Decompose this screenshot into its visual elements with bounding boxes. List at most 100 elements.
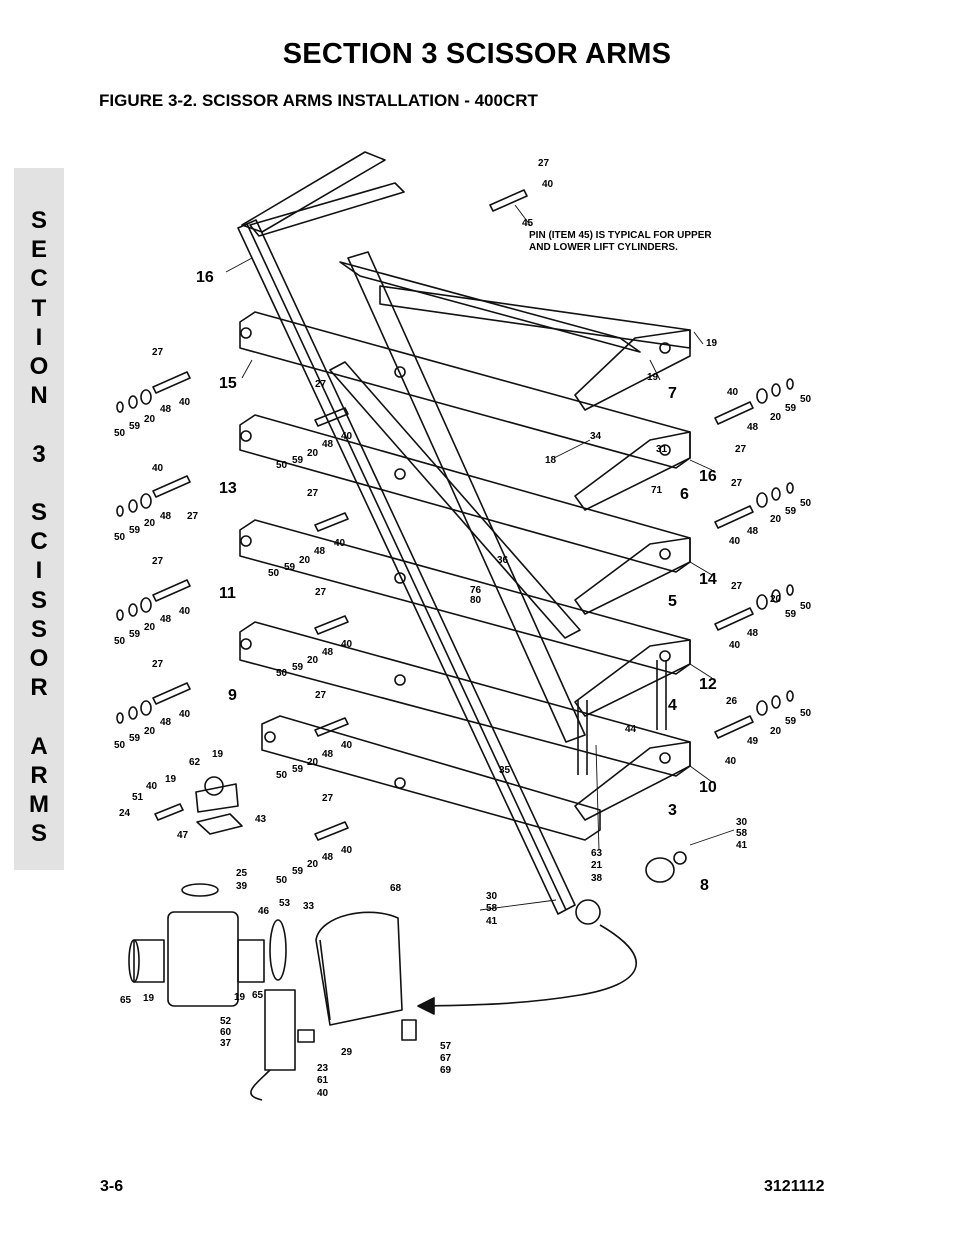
- callout-small: 59: [292, 455, 304, 466]
- callout-small: 40: [542, 179, 554, 190]
- callout-small: 59: [129, 733, 141, 744]
- callout-small: 50: [800, 394, 812, 405]
- callout-small: 27: [187, 511, 199, 522]
- callout-small: 37: [220, 1038, 232, 1049]
- callout-small: 80: [470, 595, 482, 606]
- section-title: SECTION 3 SCISSOR ARMS: [282, 38, 672, 70]
- callout-small: 52: [220, 1016, 232, 1027]
- callout-small: 19: [234, 992, 246, 1003]
- callout-small: 27: [152, 556, 164, 567]
- callout-small: 41: [486, 916, 498, 927]
- callout-small: 27: [307, 488, 319, 499]
- callout-small: 18: [545, 455, 557, 466]
- callout-small: 20: [770, 412, 782, 423]
- callout-small: 35: [499, 765, 511, 776]
- callout-small: 49: [747, 736, 759, 747]
- callout-small: 20: [144, 622, 156, 633]
- callout-small: 40: [729, 640, 741, 651]
- callout-small: 50: [114, 428, 126, 439]
- callout-small: 48: [322, 439, 334, 450]
- callout-small: 27: [315, 379, 327, 390]
- callout-small: 63: [591, 848, 603, 859]
- callout-large: 4: [668, 697, 677, 714]
- document-number: 3121112: [764, 1178, 825, 1195]
- callout-small: 20: [307, 757, 319, 768]
- callout-small: 23: [317, 1063, 329, 1074]
- section-side-tab: S E C T I O N 3 S C I S S O R A R M S: [14, 168, 64, 870]
- callout-small: 76: [470, 585, 482, 596]
- callout-small: 40: [729, 536, 741, 547]
- callout-small: 30: [486, 891, 498, 902]
- callout-small: 20: [299, 555, 311, 566]
- callout-small: 48: [322, 647, 334, 658]
- callout-small: 30: [736, 817, 748, 828]
- callout-small: 40: [341, 845, 353, 856]
- callout-large: 5: [668, 593, 677, 610]
- callout-small: 48: [747, 526, 759, 537]
- callout-small: 50: [800, 601, 812, 612]
- callout-small: 36: [497, 555, 509, 566]
- callout-large: 7: [668, 385, 677, 402]
- callout-small: 50: [276, 460, 288, 471]
- callout-small: 27: [152, 659, 164, 670]
- callout-small: 59: [129, 421, 141, 432]
- callout-small: 44: [625, 724, 637, 735]
- callout-small: 59: [292, 866, 304, 877]
- callout-small: 19: [212, 749, 224, 760]
- callout-small: 40: [341, 740, 353, 751]
- callout-small: 40: [179, 709, 191, 720]
- figure-title: FIGURE 3-2. SCISSOR ARMS INSTALLATION - …: [99, 91, 538, 110]
- callout-small: 50: [276, 875, 288, 886]
- callout-large: 15: [219, 375, 237, 392]
- callout-small: 48: [747, 628, 759, 639]
- callout-small: 50: [800, 498, 812, 509]
- callout-small: 59: [129, 525, 141, 536]
- callout-small: 50: [268, 568, 280, 579]
- callout-small: 40: [725, 756, 737, 767]
- callout-small: 26: [726, 696, 738, 707]
- pin-note-line-1: PIN (ITEM 45) IS TYPICAL FOR UPPER: [529, 230, 712, 241]
- callout-small: 31: [656, 444, 668, 455]
- diagram-structure: [116, 151, 794, 1101]
- callout-small: 27: [322, 793, 334, 804]
- callout-large: 16: [196, 269, 214, 286]
- callout-small: 20: [770, 594, 782, 605]
- callout-small: 40: [341, 431, 353, 442]
- callout-small: 60: [220, 1027, 232, 1038]
- callout-small: 59: [292, 764, 304, 775]
- callout-small: 50: [276, 668, 288, 679]
- callout-small: 65: [120, 995, 132, 1006]
- callout-small: 40: [341, 639, 353, 650]
- callout-small: 69: [440, 1065, 452, 1076]
- callout-small: 48: [322, 749, 334, 760]
- callout-small: 40: [317, 1088, 329, 1099]
- callout-small: 48: [160, 511, 172, 522]
- callout-small: 65: [252, 990, 264, 1001]
- callout-small: 19: [647, 372, 659, 383]
- callout-large: 14: [699, 571, 717, 588]
- callout-small: 48: [160, 614, 172, 625]
- callout-small: 39: [236, 881, 248, 892]
- callout-small: 27: [538, 158, 550, 169]
- callout-small: 20: [307, 859, 319, 870]
- callout-small: 27: [315, 690, 327, 701]
- callout-small: 27: [731, 478, 743, 489]
- callout-small: 20: [307, 448, 319, 459]
- callout-small: 43: [255, 814, 267, 825]
- callout-small: 27: [315, 587, 327, 598]
- callout-small: 59: [785, 403, 797, 414]
- callout-small: 59: [785, 609, 797, 620]
- callout-small: 48: [160, 404, 172, 415]
- callout-small: 34: [590, 431, 602, 442]
- callout-small: 67: [440, 1053, 452, 1064]
- callout-small: 57: [440, 1041, 452, 1052]
- callout-large: 10: [699, 779, 717, 796]
- callout-small: 38: [591, 873, 603, 884]
- callout-small: 59: [292, 662, 304, 673]
- callout-large: 8: [700, 877, 709, 894]
- callout-small: 29: [341, 1047, 353, 1058]
- callout-small: 20: [144, 414, 156, 425]
- callout-small: 46: [258, 906, 270, 917]
